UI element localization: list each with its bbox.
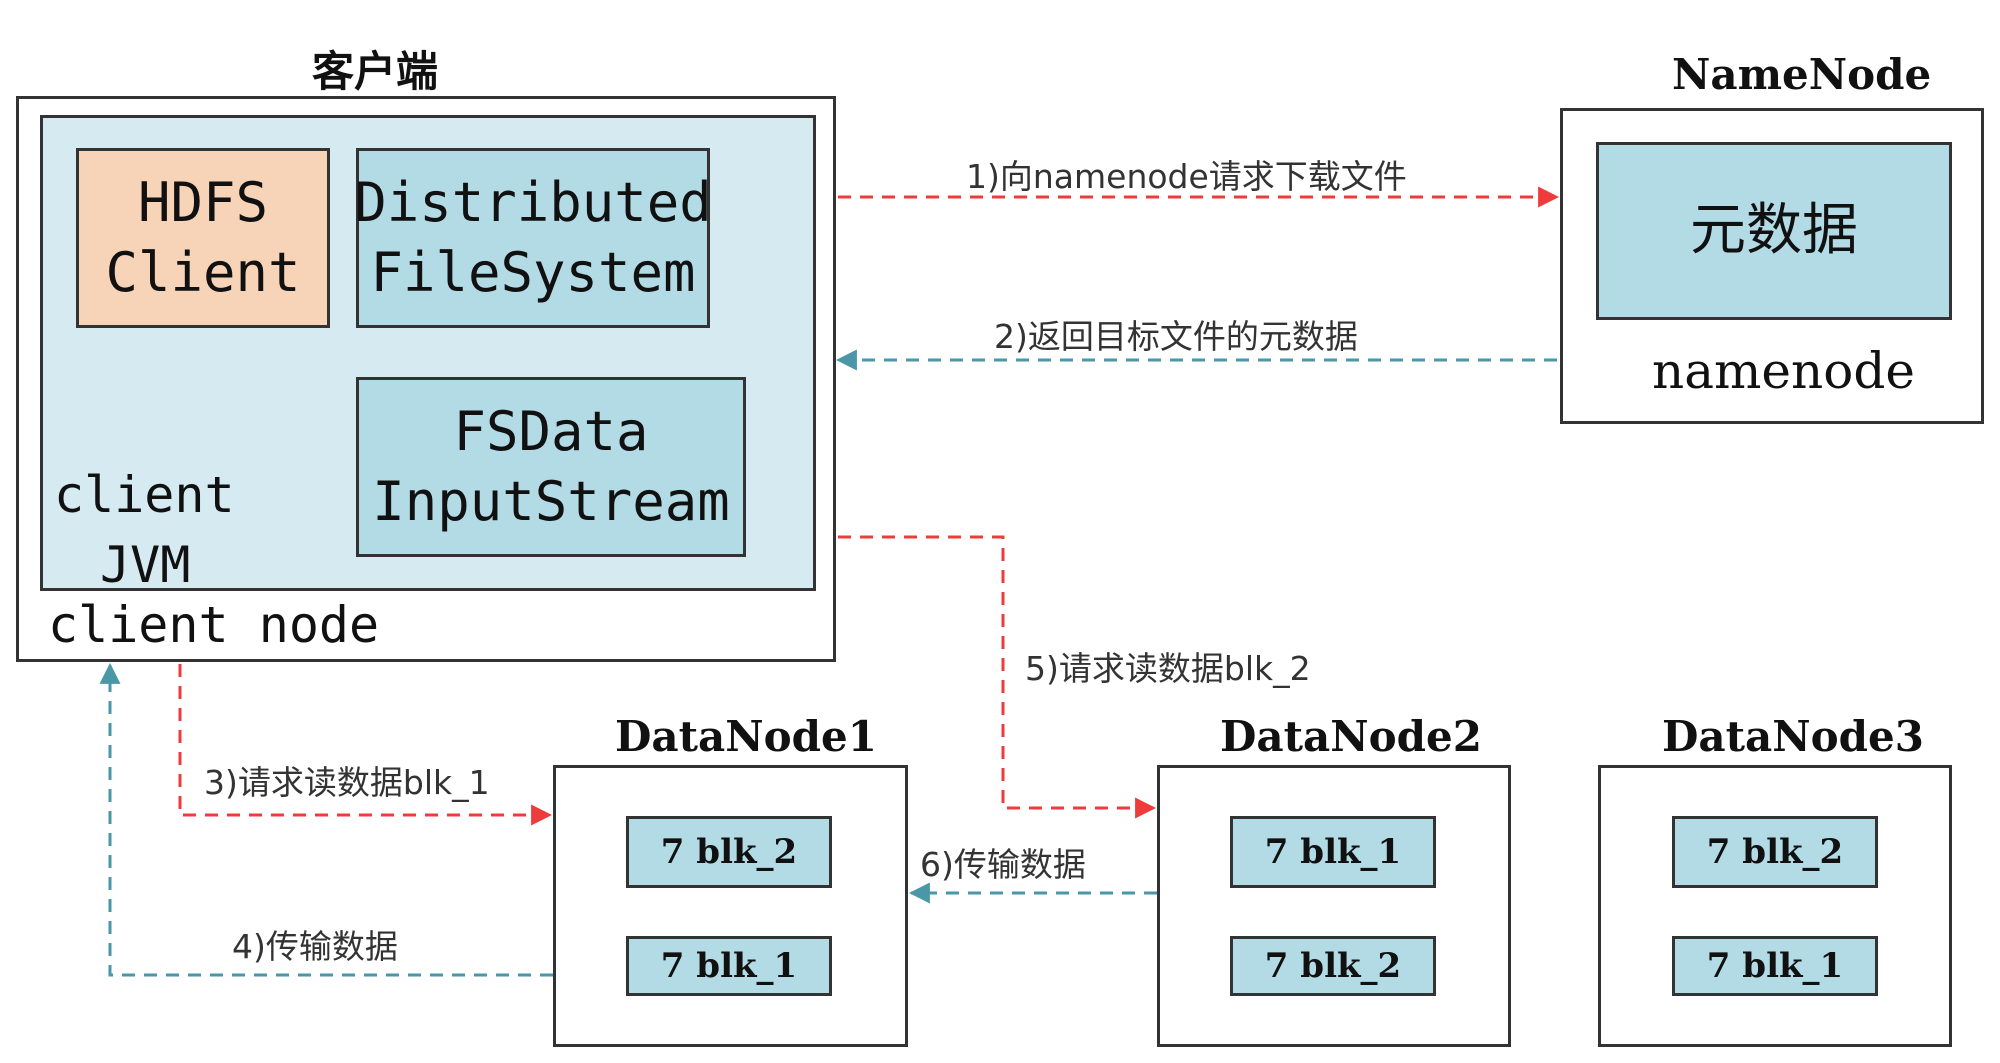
arrow-1-label: 1)向namenode请求下载文件 (966, 157, 1407, 196)
fsdata-inputstream-box: FSData InputStream (356, 377, 746, 557)
arrow-4-line (99, 662, 553, 977)
arrow-3-line (178, 664, 553, 826)
client-jvm-label-line1: client (54, 466, 235, 524)
datanode1-block-1: 7 blk_2 (626, 816, 832, 888)
arrow-4-label: 4)传输数据 (232, 927, 398, 966)
distributed-filesystem-box: Distributed FileSystem (354, 148, 712, 328)
metadata-box: 元数据 (1596, 142, 1952, 320)
arrow-5-line (838, 535, 1157, 819)
namenode-label: namenode (1652, 342, 1915, 400)
client-title: 客户端 (312, 47, 439, 96)
datanode2-title: DataNode2 (1220, 712, 1482, 761)
datanode3-block-2: 7 blk_1 (1672, 936, 1878, 996)
namenode-title: NameNode (1672, 50, 1932, 99)
datanode2-block-2: 7 blk_2 (1230, 936, 1436, 996)
datanode1-block-2: 7 blk_1 (626, 936, 832, 996)
arrow-3-label: 3)请求读数据blk_1 (204, 763, 490, 802)
hdfs-client-line2: Client (105, 241, 301, 304)
arrow-2-label: 2)返回目标文件的元数据 (994, 317, 1358, 356)
hdfs-client-line1: HDFS (137, 170, 269, 234)
datanode2-block-1: 7 blk_1 (1230, 816, 1436, 888)
fsdata-inputstream-line1: FSData (453, 399, 649, 463)
hdfs-client-box: HDFS Client (76, 148, 330, 328)
datanode1-box (553, 765, 908, 1047)
client-jvm-label-line2: JVM (100, 536, 191, 594)
datanode3-title: DataNode3 (1662, 712, 1924, 761)
datanode3-box (1598, 765, 1952, 1047)
distributed-filesystem-line2: FileSystem (370, 241, 696, 304)
datanode3-block-1: 7 blk_2 (1672, 816, 1878, 888)
datanode1-title: DataNode1 (615, 712, 877, 761)
metadata-label: 元数据 (1690, 197, 1858, 263)
fsdata-inputstream-line2: InputStream (372, 470, 730, 533)
distributed-filesystem-line1: Distributed (354, 170, 712, 234)
client-node-label: client node (48, 596, 380, 654)
arrow-6-label: 6)传输数据 (920, 845, 1086, 884)
arrow-5-label: 5)请求读数据blk_2 (1025, 649, 1311, 688)
datanode2-box (1157, 765, 1511, 1047)
